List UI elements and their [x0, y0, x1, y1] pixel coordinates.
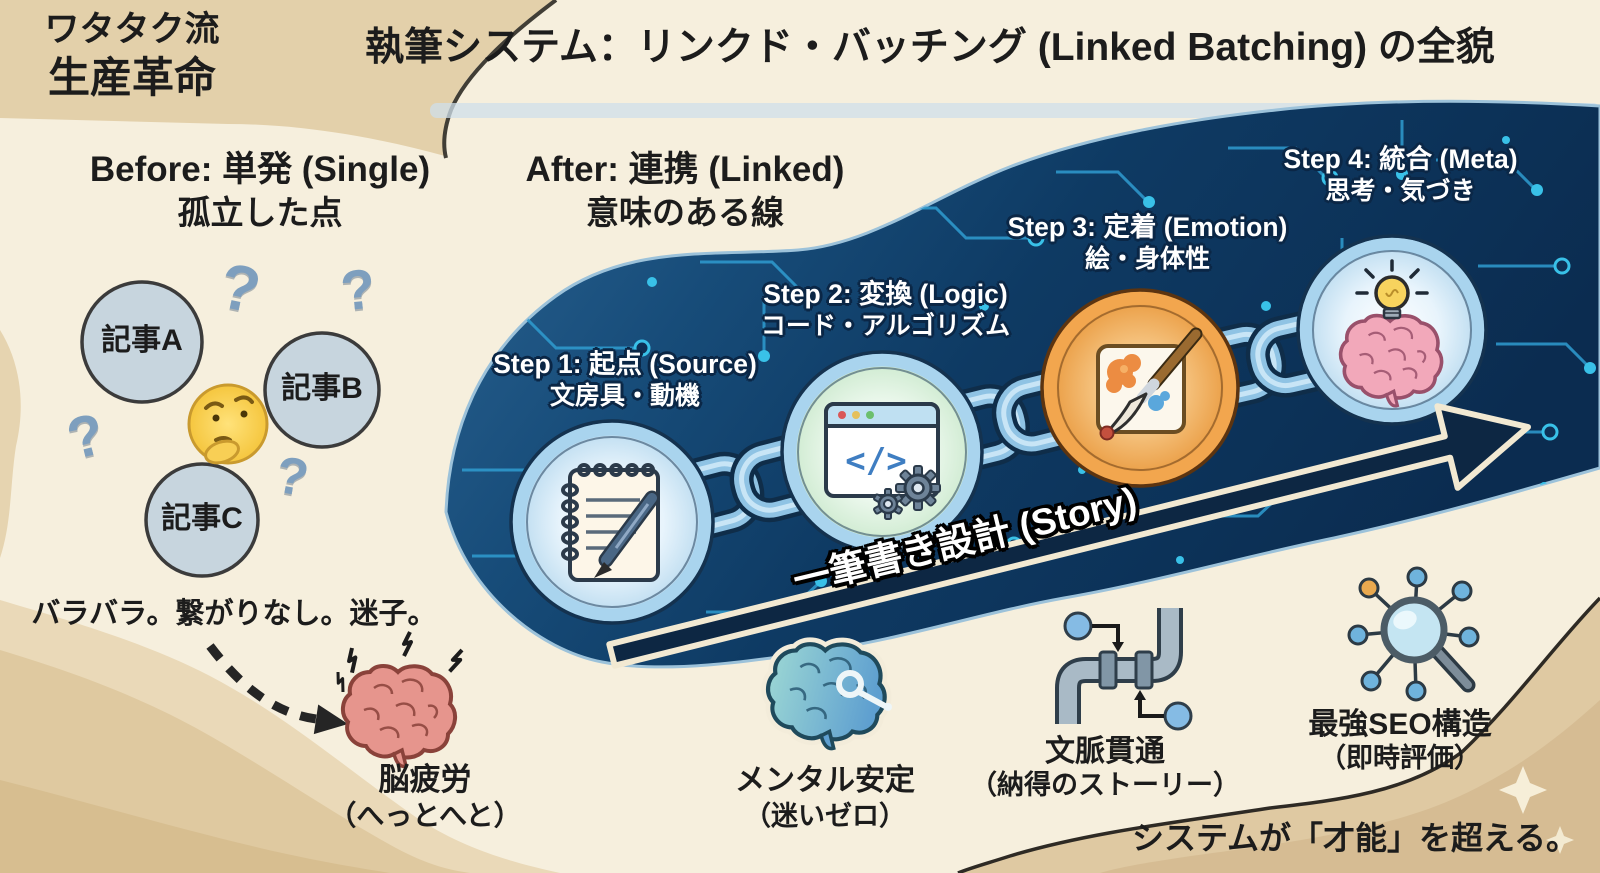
- left-edge-tan-shape: [0, 330, 21, 558]
- fatigue-title: 脳疲労: [378, 762, 472, 797]
- step3-label: Step 3: 定着 (Emotion): [1007, 212, 1288, 242]
- article-label-c: 記事C: [161, 502, 243, 535]
- story-arrow: [606, 403, 1531, 669]
- question-mark: ?: [337, 256, 379, 323]
- benefit2-title: 文脈貫通: [1045, 735, 1165, 768]
- step4-label: Step 4: 統合 (Meta): [1283, 144, 1518, 174]
- step1-label: Step 1: 起点 (Source): [493, 349, 757, 379]
- badge-line1: ワタタク流: [44, 10, 220, 49]
- paintbrush-palette-icon: [1096, 327, 1203, 441]
- step1-sub: 文房具・動機: [549, 382, 700, 410]
- sparkle-icon: [1499, 766, 1547, 814]
- benefit1-subtitle: （迷いゼロ）: [744, 801, 906, 831]
- step3-sub: 絵・身体性: [1084, 245, 1210, 273]
- after-subheading: 意味のある線: [586, 194, 784, 231]
- code-glyph: </>: [845, 441, 906, 481]
- article-label-a: 記事A: [101, 324, 183, 357]
- benefit2-subtitle: （納得のストーリー）: [970, 770, 1240, 800]
- article-label-b: 記事B: [281, 372, 363, 405]
- lightning-bolt-icon: [336, 631, 464, 693]
- badge-curve-line: [442, 0, 558, 159]
- seo-network-magnifier-icon: [1347, 566, 1480, 702]
- calm-brain-icon: [761, 637, 892, 751]
- step2-label: Step 2: 変換 (Logic): [763, 279, 1008, 309]
- badge-shape: [0, 0, 558, 159]
- article-circle-c: [144, 462, 260, 578]
- gear-icon: [895, 465, 941, 511]
- benefit3-subtitle: （即時評価）: [1319, 743, 1481, 773]
- bottom-right-wave: [957, 596, 1600, 873]
- pipeline-icon: [1055, 608, 1193, 731]
- question-mark: ?: [271, 445, 313, 509]
- tired-brain-icon: [336, 631, 464, 769]
- wave-outline: [957, 596, 1600, 873]
- gear-small-icon: [873, 488, 903, 520]
- swirl-icon: [836, 670, 864, 698]
- after-heading: After: 連携 (Linked): [525, 150, 845, 189]
- step4-sub: 思考・気づき: [1325, 177, 1476, 205]
- article-circle-a: [80, 280, 204, 404]
- badge-line2: 生産革命: [47, 54, 216, 101]
- bottom-left-wave: [0, 600, 560, 873]
- benefit1-title: メンタル安定: [735, 764, 915, 797]
- brain-lightbulb-icon: [1338, 259, 1444, 408]
- lightbulb-icon: [1355, 259, 1429, 320]
- sparkle-small-icon: [1546, 826, 1574, 854]
- dashed-arrow: [206, 643, 348, 735]
- page-title: 執筆システム：リンクド・バッチング (Linked Batching) の全貌: [365, 26, 1495, 69]
- benefit3-title: 最強SEO構造: [1308, 708, 1492, 741]
- before-subheading: 孤立した点: [177, 194, 343, 231]
- notepad-pen-icon: [561, 463, 660, 582]
- code-window-gears-icon: </>: [824, 402, 941, 520]
- thinking-face-icon: [187, 383, 269, 465]
- article-circles: [80, 280, 381, 578]
- footer-tagline: システムが「才能」を超える。: [1131, 820, 1579, 856]
- step2-sub: コード・アルゴリズム: [760, 312, 1011, 340]
- article-circle-b: [263, 331, 381, 449]
- before-caption: バラバラ。繋がりなし。迷子。: [31, 598, 437, 630]
- before-heading: Before: 単発 (Single): [89, 150, 431, 189]
- fatigue-subtitle: （へっとへと）: [328, 800, 522, 831]
